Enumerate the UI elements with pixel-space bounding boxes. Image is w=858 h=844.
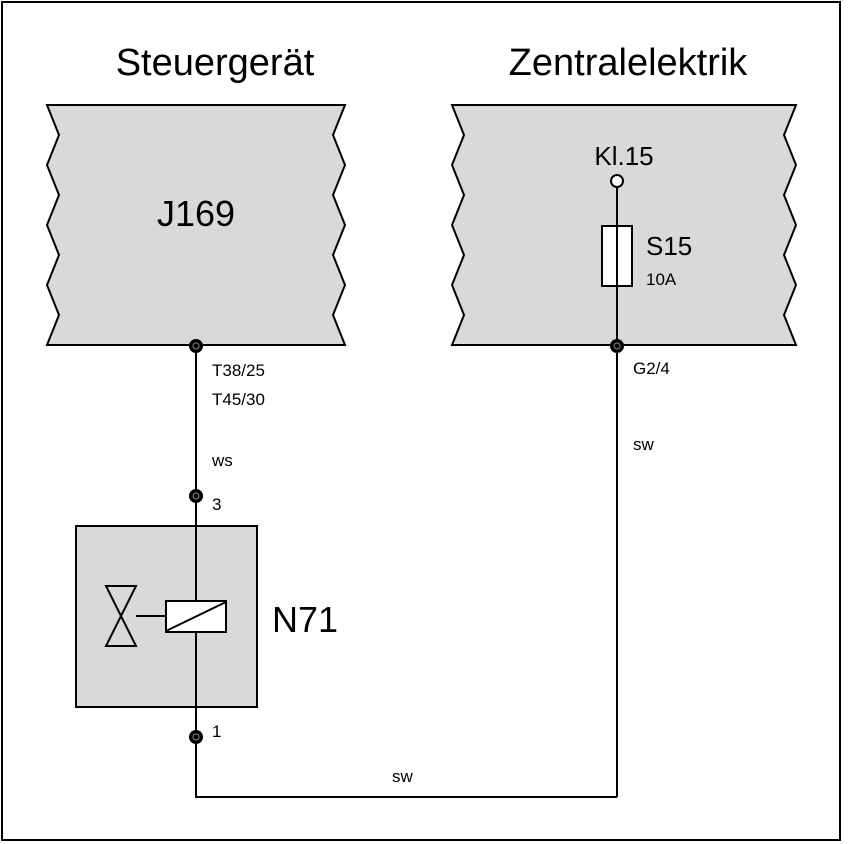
control-unit-label: J169: [157, 193, 235, 234]
wire-bottom-return[interactable]: [195, 737, 617, 798]
section-title-steuergeraet: Steuergerät: [116, 42, 315, 84]
pin-label-t38-25: T38/25: [212, 361, 265, 380]
wire-color-sw-bottom: sw: [392, 767, 414, 786]
terminal-kl15-symbol: [610, 174, 624, 188]
solenoid-coil-diagonal: [165, 601, 227, 632]
terminal-label: Kl.15: [594, 141, 653, 171]
valve-pin-1-label: 1: [212, 722, 221, 741]
connector-label-g2-4: G2/4: [633, 359, 670, 378]
pin-label-t45-30: T45/30: [212, 390, 265, 409]
valve-pin-3-label: 3: [212, 495, 221, 514]
connection-point-pin-1: [189, 730, 203, 744]
valve-symbol-icon: [104, 585, 138, 647]
wire-color-ws: ws: [211, 451, 233, 470]
connection-point-j169: [189, 339, 203, 353]
fuse-label: S15: [646, 231, 692, 261]
control-unit-block[interactable]: [45, 104, 347, 346]
connection-point-pin-3: [189, 489, 203, 503]
fuse-rating: 10A: [646, 270, 677, 289]
section-title-zentralelektrik: Zentralelektrik: [509, 42, 749, 84]
valve-label: N71: [272, 599, 338, 640]
wire-color-sw-vertical: sw: [633, 435, 655, 454]
connection-point-g2-4: [610, 339, 624, 353]
